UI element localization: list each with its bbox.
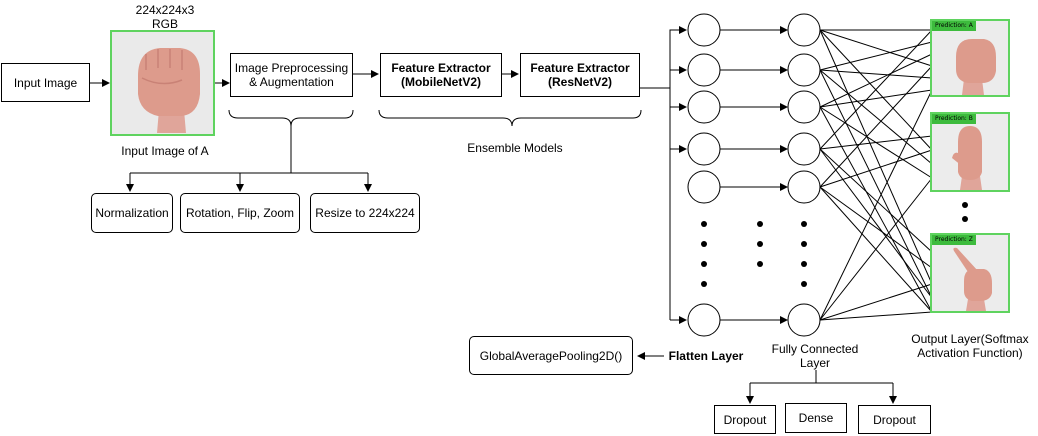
input-image-box: Input Image [1, 63, 90, 102]
gap-box: GlobalAveragePooling2D() [469, 336, 633, 375]
input-ellipsis-dots [700, 221, 708, 301]
input-hand-photo [110, 30, 215, 136]
rotation-box: Rotation, Flip, Zoom [180, 193, 300, 233]
connection-line [819, 148, 933, 253]
normalization-box: Normalization [91, 193, 173, 233]
prediction-b-tag: Prediction: B [932, 114, 976, 124]
prediction-a-photo: Prediction: A [930, 19, 1010, 97]
ensemble-label: Ensemble Models [467, 141, 563, 155]
connection-line [819, 41, 933, 71]
hand-z-icon [953, 247, 992, 311]
prediction-z-tag: Prediction: Z [932, 235, 976, 245]
connection-line [819, 29, 933, 150]
hidden-ellipsis-dots [800, 221, 808, 301]
connection-line [819, 89, 933, 108]
resnet-box: Feature Extractor (ResNetV2) [520, 53, 640, 97]
connection-line [819, 311, 933, 321]
middle-ellipsis-dots [756, 221, 764, 281]
dropout-box-1: Dropout [714, 405, 776, 434]
fist-hand-icon [112, 32, 213, 134]
prediction-z-photo: Prediction: Z [930, 233, 1010, 313]
connection-line [819, 106, 933, 313]
dense-label: Dense [798, 411, 834, 425]
dense-box: Dense [785, 403, 847, 433]
prediction-b-photo: Prediction: B [930, 112, 1010, 192]
connection-line [819, 149, 933, 188]
flatten-label: Flatten Layer [668, 349, 744, 363]
connection-line [819, 65, 933, 188]
connection-line [819, 283, 933, 321]
input-image-label: Input Image [13, 75, 78, 90]
preprocessing-label: Image Preprocessing & Augmentation [234, 61, 349, 89]
preprocessing-box: Image Preprocessing & Augmentation [230, 53, 353, 97]
dropout-box-2: Dropout [858, 405, 931, 434]
hand-a-icon [956, 39, 996, 95]
resize-label: Resize to 224x224 [315, 206, 415, 220]
mobilenet-box: Feature Extractor (MobileNetV2) [380, 53, 502, 97]
connection-line [819, 69, 933, 165]
dropout-label-2: Dropout [873, 412, 916, 427]
prediction-a-tag: Prediction: A [932, 21, 976, 31]
input-image-caption: Input Image of A [121, 144, 209, 158]
resnet-label: Feature Extractor (ResNetV2) [530, 61, 630, 89]
connection-line [819, 135, 933, 150]
connection-line [819, 29, 933, 285]
connection-line [819, 186, 933, 269]
connection-line [819, 148, 933, 299]
fully-connected-label: Fully Connected Layer [771, 342, 859, 370]
connection-line [819, 89, 933, 321]
connection-line [819, 69, 933, 299]
connection-line [819, 29, 933, 67]
dropout-label-1: Dropout [723, 412, 767, 427]
connection-line [819, 53, 933, 108]
hand-b-icon [952, 126, 982, 190]
normalization-label: Normalization [95, 206, 169, 220]
resize-box: Resize to 224x224 [310, 193, 420, 233]
connection-line [819, 177, 933, 321]
image-mode-label: RGB [151, 17, 178, 31]
connection-line [819, 69, 933, 79]
gap-label: GlobalAveragePooling2D() [479, 348, 623, 363]
output-ellipsis-dots [961, 202, 969, 236]
output-layer-label: Output Layer(Softmax Activation Function… [911, 332, 1029, 360]
rotation-label: Rotation, Flip, Zoom [185, 206, 295, 220]
mobilenet-label: Feature Extractor (MobileNetV2) [391, 61, 491, 89]
image-size-label: 224x224x3 [135, 3, 195, 17]
